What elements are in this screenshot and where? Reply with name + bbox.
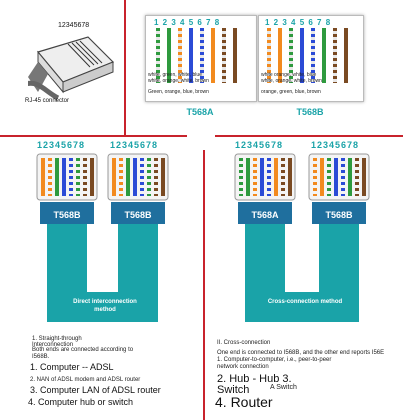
top-divider xyxy=(124,0,126,135)
straight-title: 1. Straight-through xyxy=(32,336,82,342)
straight-left-digits: 12345678 xyxy=(37,140,86,150)
straight-through-diagram: 12345678 12345678 T568B T568B Direct int… xyxy=(15,140,195,325)
t568a-order-1: white, green, white, blue xyxy=(148,72,202,78)
t568b-wires xyxy=(267,28,348,83)
t568a-label: T568A xyxy=(186,107,214,117)
cross-left-digits: 12345678 xyxy=(235,140,284,150)
t568b-order-2: white, orange, white, brown xyxy=(261,78,322,84)
straight-left-plug-label: T568B xyxy=(53,210,81,220)
straight-cable-label: Direct interconnection method xyxy=(73,299,137,313)
straight-use-4: 4. Computer hub or switch xyxy=(28,397,134,407)
bottom-divider xyxy=(203,150,205,420)
t568b-order-3: orange, green, blue, brown xyxy=(261,89,321,95)
t568b-digits: 1 2 3 4 5 6 7 8 xyxy=(265,18,332,27)
t568a-digits: 1 2 3 4 5 6 7 8 xyxy=(154,18,221,27)
straight-note-c: I568B. xyxy=(32,354,50,360)
straight-right-plug-label: T568B xyxy=(124,210,152,220)
rj45-connector-icon xyxy=(28,36,115,100)
cross-use-a-switch: A Switch xyxy=(270,384,297,391)
t568a-wires xyxy=(156,28,237,83)
cross-use-2: 2. Hub - Hub 3. xyxy=(217,373,292,385)
rj45-digits: 12345678 xyxy=(58,22,90,29)
t568a-card: 1 2 3 4 5 6 7 8 white, green, white, blu… xyxy=(145,15,257,102)
straight-connector-art xyxy=(36,153,169,322)
cross-right-digits: 12345678 xyxy=(311,140,360,150)
cross-note-b: 1. Computer-to-computer, i.e., peer-to-p… xyxy=(217,357,332,363)
cross-use-4: 4. Router xyxy=(215,394,273,410)
cross-connection-diagram: 12345678 12345678 T568A T568B Cross-conn… xyxy=(213,140,398,325)
straight-use-2: 2. NAN of ADSL modem and ADSL router xyxy=(30,377,141,383)
middle-divider-right xyxy=(215,135,403,137)
cross-use-switch: Switch xyxy=(217,384,250,396)
t568a-order-3: Green, orange, blue, brown xyxy=(148,89,209,95)
straight-use-3: 3. Computer LAN of ADSL router xyxy=(30,385,161,395)
rj45-label: RJ-45 connector xyxy=(25,98,70,104)
cross-note-c: network connection xyxy=(217,364,269,370)
middle-divider-left xyxy=(0,135,187,137)
cross-left-plug-label: T568A xyxy=(251,210,279,220)
cross-connector-art xyxy=(234,153,370,322)
cross-note-a: One end is connected to I568B, and the o… xyxy=(217,350,385,356)
t568b-card: 1 2 3 4 5 6 7 8 white orange, white, blu… xyxy=(258,15,364,102)
rj45-section: 12345678 RJ-45 connector xyxy=(10,10,120,120)
straight-right-digits: 12345678 xyxy=(110,140,159,150)
t568b-label: T568B xyxy=(296,107,324,117)
cross-right-plug-label: T568B xyxy=(325,210,353,220)
t568b-order-1: white orange, white, blue xyxy=(261,72,317,78)
cross-title: II. Cross-connection xyxy=(217,340,271,346)
t568a-order-2: white, orange, white, brown xyxy=(148,78,209,84)
straight-note-a: Interconnection xyxy=(32,342,74,348)
straight-use-1: 1. Computer -- ADSL xyxy=(30,362,114,372)
straight-note-b: Both ends are connected according to xyxy=(32,347,134,353)
cross-cable-label: Cross-connection method xyxy=(267,299,343,305)
